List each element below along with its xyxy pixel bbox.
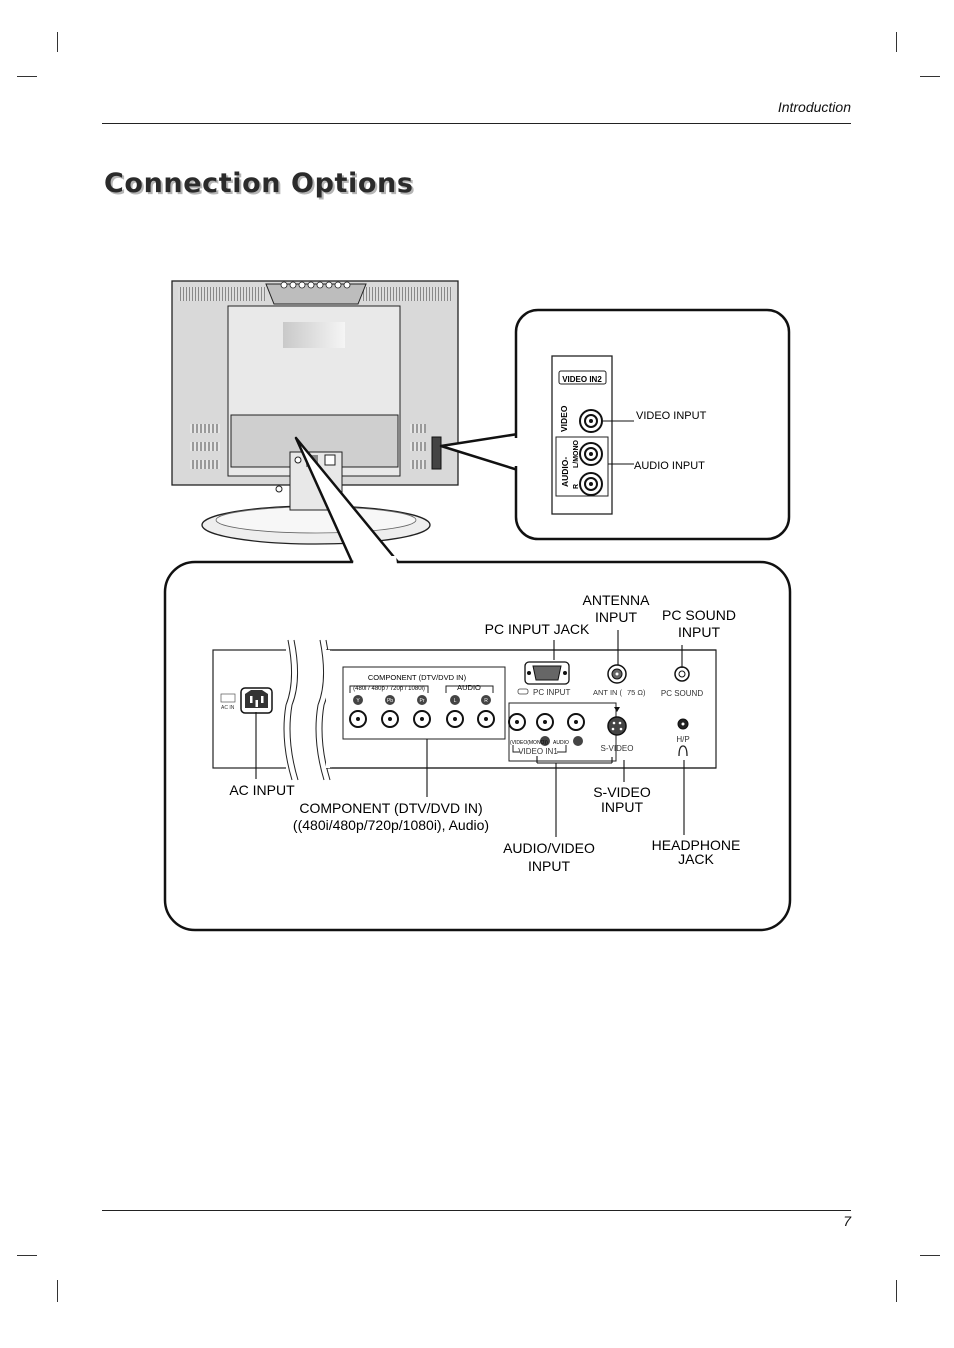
video-mono-label: (VIDEO(MONO)) [510, 740, 548, 746]
l-mono-label: L/MONO [573, 439, 580, 468]
crop-mark [57, 1280, 58, 1302]
rear-jack-panel [212, 639, 717, 781]
arrow-down-icon [614, 707, 620, 712]
s-video-callout-line1: S-VIDEO [593, 784, 651, 800]
crop-mark [17, 1255, 37, 1256]
header-rule [102, 123, 851, 124]
video-input-callout: VIDEO INPUT [636, 410, 707, 422]
s-video-panel-label: S-VIDEO [601, 744, 634, 753]
video-in1-video-jack[interactable] [508, 713, 526, 731]
audio-video-callout-line2: INPUT [528, 858, 570, 874]
crop-mark [17, 76, 37, 77]
page-title: Connection Options [104, 168, 414, 199]
pc-sound-jack[interactable] [674, 666, 690, 682]
video-in2-video-jack[interactable] [579, 409, 603, 433]
ac-input-socket[interactable] [240, 687, 273, 714]
ac-in-label: AC IN [221, 705, 235, 711]
video-in1-audio-l-jack[interactable] [536, 713, 554, 731]
ant-ohms-label: 75 Ω) [627, 688, 646, 697]
pc-input-dsub-connector[interactable] [524, 661, 570, 685]
running-header: Introduction [102, 98, 851, 124]
component-audio-l-jack[interactable] [446, 695, 464, 728]
headphone-icon [678, 745, 688, 757]
ant-in-label: ANT IN ( [593, 688, 623, 697]
audio-small-label: AUDIO [553, 740, 569, 746]
section-name: Introduction [777, 99, 851, 115]
video-label: VIDEO [559, 405, 569, 432]
crop-mark [57, 32, 58, 52]
video-in1-audio-r-jack[interactable] [567, 713, 585, 731]
component-callout-line2: ((480i/480p/720p/1080i), Audio) [293, 817, 489, 833]
headphone-callout-line2: JACK [678, 851, 714, 867]
crop-mark [896, 32, 897, 52]
jack-letter-pb: Pb [387, 698, 393, 704]
pc-sound-panel-label: PC SOUND [661, 689, 703, 698]
video-in2-audio-l-jack[interactable] [579, 442, 603, 466]
video-in2-audio-r-jack[interactable] [579, 472, 603, 496]
audio-video-callout-line1: AUDIO/VIDEO [503, 840, 595, 856]
component-pr-jack[interactable] [413, 695, 431, 728]
page-number: 7 [843, 1213, 851, 1229]
component-pb-jack[interactable] [381, 695, 399, 728]
pc-sound-callout-line2: INPUT [678, 624, 720, 640]
hp-label: H/P [676, 735, 689, 744]
s-video-jack[interactable] [607, 716, 627, 736]
r-label: R [573, 484, 580, 489]
crop-mark [896, 1280, 897, 1302]
component-callout-line1: COMPONENT (DTV/DVD IN) [299, 800, 482, 816]
ac-input-callout: AC INPUT [229, 782, 295, 798]
antenna-callout-line2: INPUT [595, 609, 637, 625]
callout-leader-lines [255, 630, 685, 837]
jack-letter-r: R [484, 698, 488, 704]
s-video-callout-line2: INPUT [601, 799, 643, 815]
jack-letter-pr: Pr [420, 698, 425, 704]
component-audio-r-jack[interactable] [477, 695, 495, 728]
audio-label: AUDIO- [560, 457, 570, 487]
side-jack-panel [551, 355, 634, 515]
footer-rule [102, 1210, 851, 1211]
audio-input-callout: AUDIO INPUT [634, 460, 705, 472]
component-formats-label: (480i / 480p / 720p / 1080i) [353, 686, 425, 692]
antenna-input-jack[interactable] [607, 664, 627, 684]
component-y-jack[interactable] [349, 695, 367, 728]
pc-sound-callout-line1: PC SOUND [662, 607, 736, 623]
tv-rear-view [171, 280, 459, 545]
video-in1-label: VIDEO IN1 [518, 747, 558, 756]
video-in2-heading: VIDEO IN2 [562, 375, 602, 384]
headphone-callout-line1: HEADPHONE [652, 837, 741, 853]
crop-mark [920, 1255, 940, 1256]
monitor-icon [517, 688, 529, 695]
pc-input-panel-label: PC INPUT [533, 688, 570, 697]
component-group-label: COMPONENT (DTV/DVD IN) [368, 673, 467, 682]
ac-symbol-icon [220, 693, 236, 703]
component-audio-label: AUDIO [457, 683, 481, 692]
jack-letter-y: Y [356, 698, 360, 704]
crop-mark [920, 76, 940, 77]
headphone-jack[interactable] [677, 718, 689, 730]
pc-input-jack-callout: PC INPUT JACK [485, 621, 590, 637]
antenna-callout-line1: ANTENNA [583, 592, 651, 608]
jack-letter-l: L [454, 698, 457, 704]
